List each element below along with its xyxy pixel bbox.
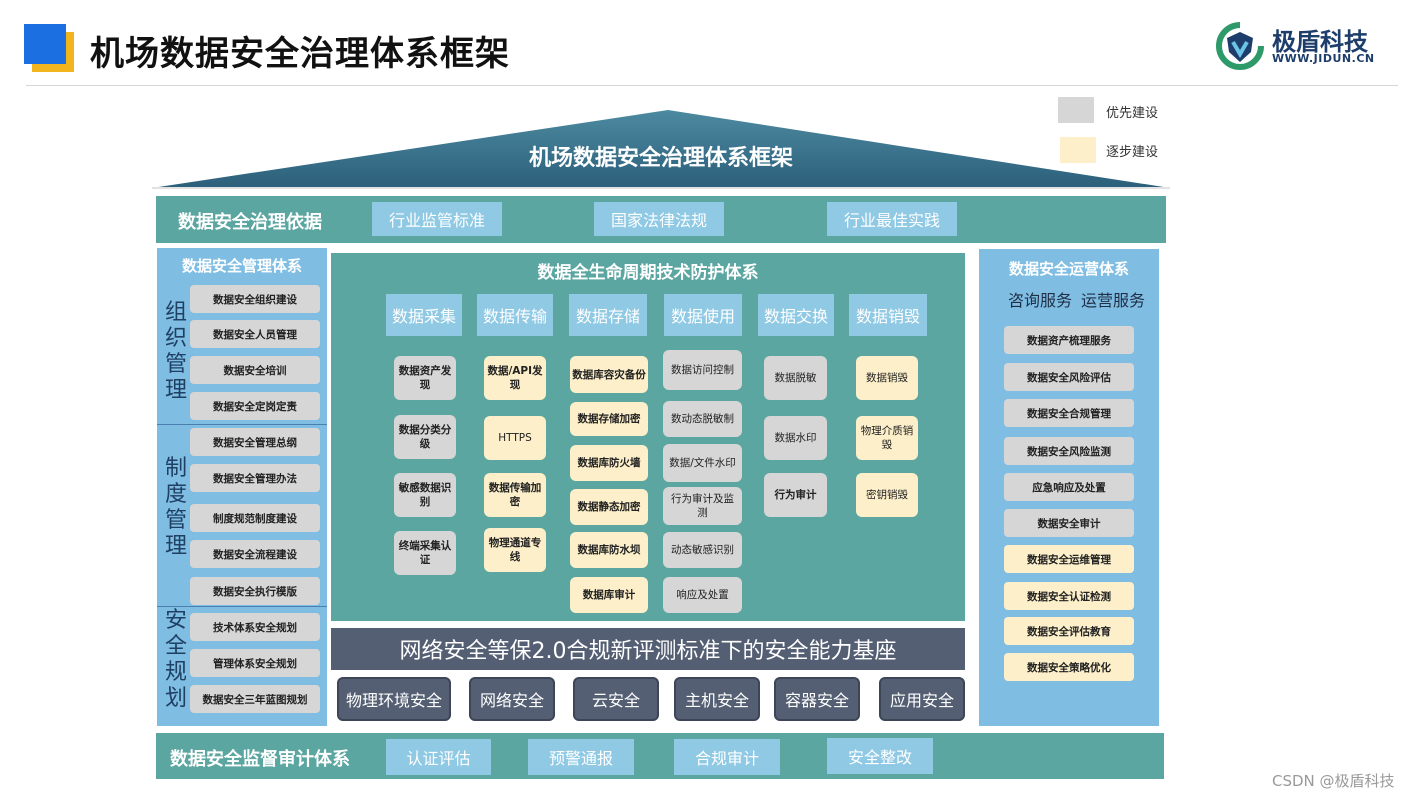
stage-usage: 数据使用 (664, 294, 742, 336)
management-item: 数据安全三年蓝图规划 (190, 685, 320, 713)
lifecycle-item: 物理通道专线 (484, 528, 546, 572)
legend-label-priority: 优先建设 (1106, 106, 1159, 121)
group-label-policy: 制度管理 (164, 456, 187, 559)
lifecycle-item: 终端采集认证 (394, 531, 456, 575)
legend-swatch-gradual (1060, 137, 1096, 163)
legend-label-gradual: 逐步建设 (1106, 145, 1159, 160)
group-divider (157, 606, 327, 607)
basis-item-national-law: 国家法律法规 (594, 202, 724, 236)
management-item: 数据安全定岗定责 (190, 392, 320, 420)
audit-band (156, 733, 1164, 779)
brand-url: WWW.JIDUN.CN (1272, 52, 1375, 65)
audit-item-warning: 预警通报 (528, 739, 634, 775)
lifecycle-item: HTTPS (484, 416, 546, 460)
foundation-item-application: 应用安全 (879, 677, 965, 721)
lifecycle-item: 数据/文件水印 (663, 444, 742, 482)
logo-square-blue (24, 24, 66, 64)
foundation-title: 网络安全等保2.0合规新评测标准下的安全能力基座 (331, 628, 965, 670)
management-item: 技术体系安全规划 (190, 613, 320, 641)
operations-item: 数据安全评估教育 (1004, 617, 1134, 645)
management-item: 数据安全培训 (190, 356, 320, 384)
management-item: 数据安全管理办法 (190, 464, 320, 492)
lifecycle-item: 数据访问控制 (663, 350, 742, 390)
lifecycle-item: 数据库防火墙 (570, 445, 648, 481)
operations-item: 数据资产梳理服务 (1004, 326, 1134, 354)
audit-item-certification: 认证评估 (386, 739, 491, 775)
audit-title: 数据安全监督审计体系 (170, 749, 350, 770)
lifecycle-item: 动态敏感识别 (663, 532, 742, 568)
management-item: 制度规范制度建设 (190, 504, 320, 532)
foundation-item-host: 主机安全 (674, 677, 760, 721)
operations-item: 数据安全合规管理 (1004, 399, 1134, 427)
operations-item: 应急响应及处置 (1004, 473, 1134, 501)
lifecycle-item: 数据分类分级 (394, 415, 456, 459)
stage-destroy: 数据销毁 (849, 294, 927, 336)
audit-item-rectification: 安全整改 (827, 738, 933, 774)
audit-item-compliance: 合规审计 (674, 739, 780, 775)
lifecycle-title: 数据全生命周期技术防护体系 (537, 262, 759, 283)
operations-title: 数据安全运营体系 (1008, 259, 1129, 278)
operations-item: 数据安全风险监测 (1004, 437, 1134, 465)
foundation-item-network: 网络安全 (469, 677, 555, 721)
stage-exchange: 数据交换 (758, 294, 834, 336)
lifecycle-item: 密钥销毁 (856, 473, 918, 517)
operations-item: 数据安全策略优化 (1004, 653, 1134, 681)
service-consult: 咨询服务 (1008, 291, 1073, 310)
lifecycle-item: 数据水印 (764, 416, 827, 460)
lifecycle-item: 数动态脱敏制 (663, 401, 742, 437)
lifecycle-item: 数据存储加密 (570, 402, 648, 436)
lifecycle-item: 数据传输加密 (484, 473, 546, 517)
basis-title: 数据安全治理依据 (178, 212, 322, 233)
group-divider (157, 424, 327, 425)
stage-collect: 数据采集 (386, 294, 462, 336)
lifecycle-item: 数据脱敏 (764, 356, 827, 400)
roof-shape (152, 110, 1170, 189)
roof-title: 机场数据安全治理体系框架 (528, 146, 793, 171)
brand-name: 极盾科技 (1272, 28, 1368, 56)
lifecycle-item: 数据静态加密 (570, 489, 648, 525)
lifecycle-item: 数据销毁 (856, 356, 918, 400)
lifecycle-item: 敏感数据识别 (394, 473, 456, 517)
lifecycle-item: 数据库容灾备份 (570, 356, 648, 393)
group-label-org: 组织管理 (164, 300, 187, 403)
operations-item: 数据安全风险评估 (1004, 363, 1134, 391)
foundation-item-container: 容器安全 (774, 677, 860, 721)
header-divider (26, 85, 1398, 86)
management-item: 数据安全流程建设 (190, 540, 320, 568)
foundation-item-cloud: 云安全 (573, 677, 659, 721)
stage-transfer: 数据传输 (477, 294, 553, 336)
legend-swatch-priority (1058, 97, 1094, 123)
lifecycle-item: 数据库防水坝 (570, 532, 648, 568)
management-item: 数据安全人员管理 (190, 320, 320, 348)
foundation-item-physical: 物理环境安全 (337, 677, 451, 721)
brand-shield-icon (1216, 22, 1264, 70)
lifecycle-item: 数据/API发现 (484, 356, 546, 400)
service-operate: 运营服务 (1081, 291, 1146, 310)
lifecycle-item: 物理介质销毁 (856, 416, 918, 460)
management-item: 数据安全组织建设 (190, 285, 320, 313)
lifecycle-item: 响应及处置 (663, 577, 742, 613)
operations-item: 数据安全认证检测 (1004, 582, 1134, 610)
stage-storage: 数据存储 (569, 294, 647, 336)
group-label-planning: 安全规划 (164, 608, 187, 711)
management-item: 数据安全管理总纲 (190, 428, 320, 456)
page-title: 机场数据安全治理体系框架 (90, 34, 510, 74)
lifecycle-item: 数据资产发现 (394, 356, 456, 400)
management-title: 数据安全管理体系 (181, 256, 302, 275)
operations-item: 数据安全运维管理 (1004, 545, 1134, 573)
watermark: CSDN @极盾科技 (1272, 772, 1395, 790)
management-item: 管理体系安全规划 (190, 649, 320, 677)
operations-item: 数据安全审计 (1004, 509, 1134, 537)
lifecycle-item: 行为审计及监测 (663, 487, 742, 525)
basis-item-best-practice: 行业最佳实践 (827, 202, 957, 236)
management-item: 数据安全执行模版 (190, 577, 320, 605)
lifecycle-item: 行为审计 (764, 473, 827, 517)
basis-item-industry-standard: 行业监管标准 (372, 202, 502, 236)
lifecycle-item: 数据库审计 (570, 577, 648, 613)
